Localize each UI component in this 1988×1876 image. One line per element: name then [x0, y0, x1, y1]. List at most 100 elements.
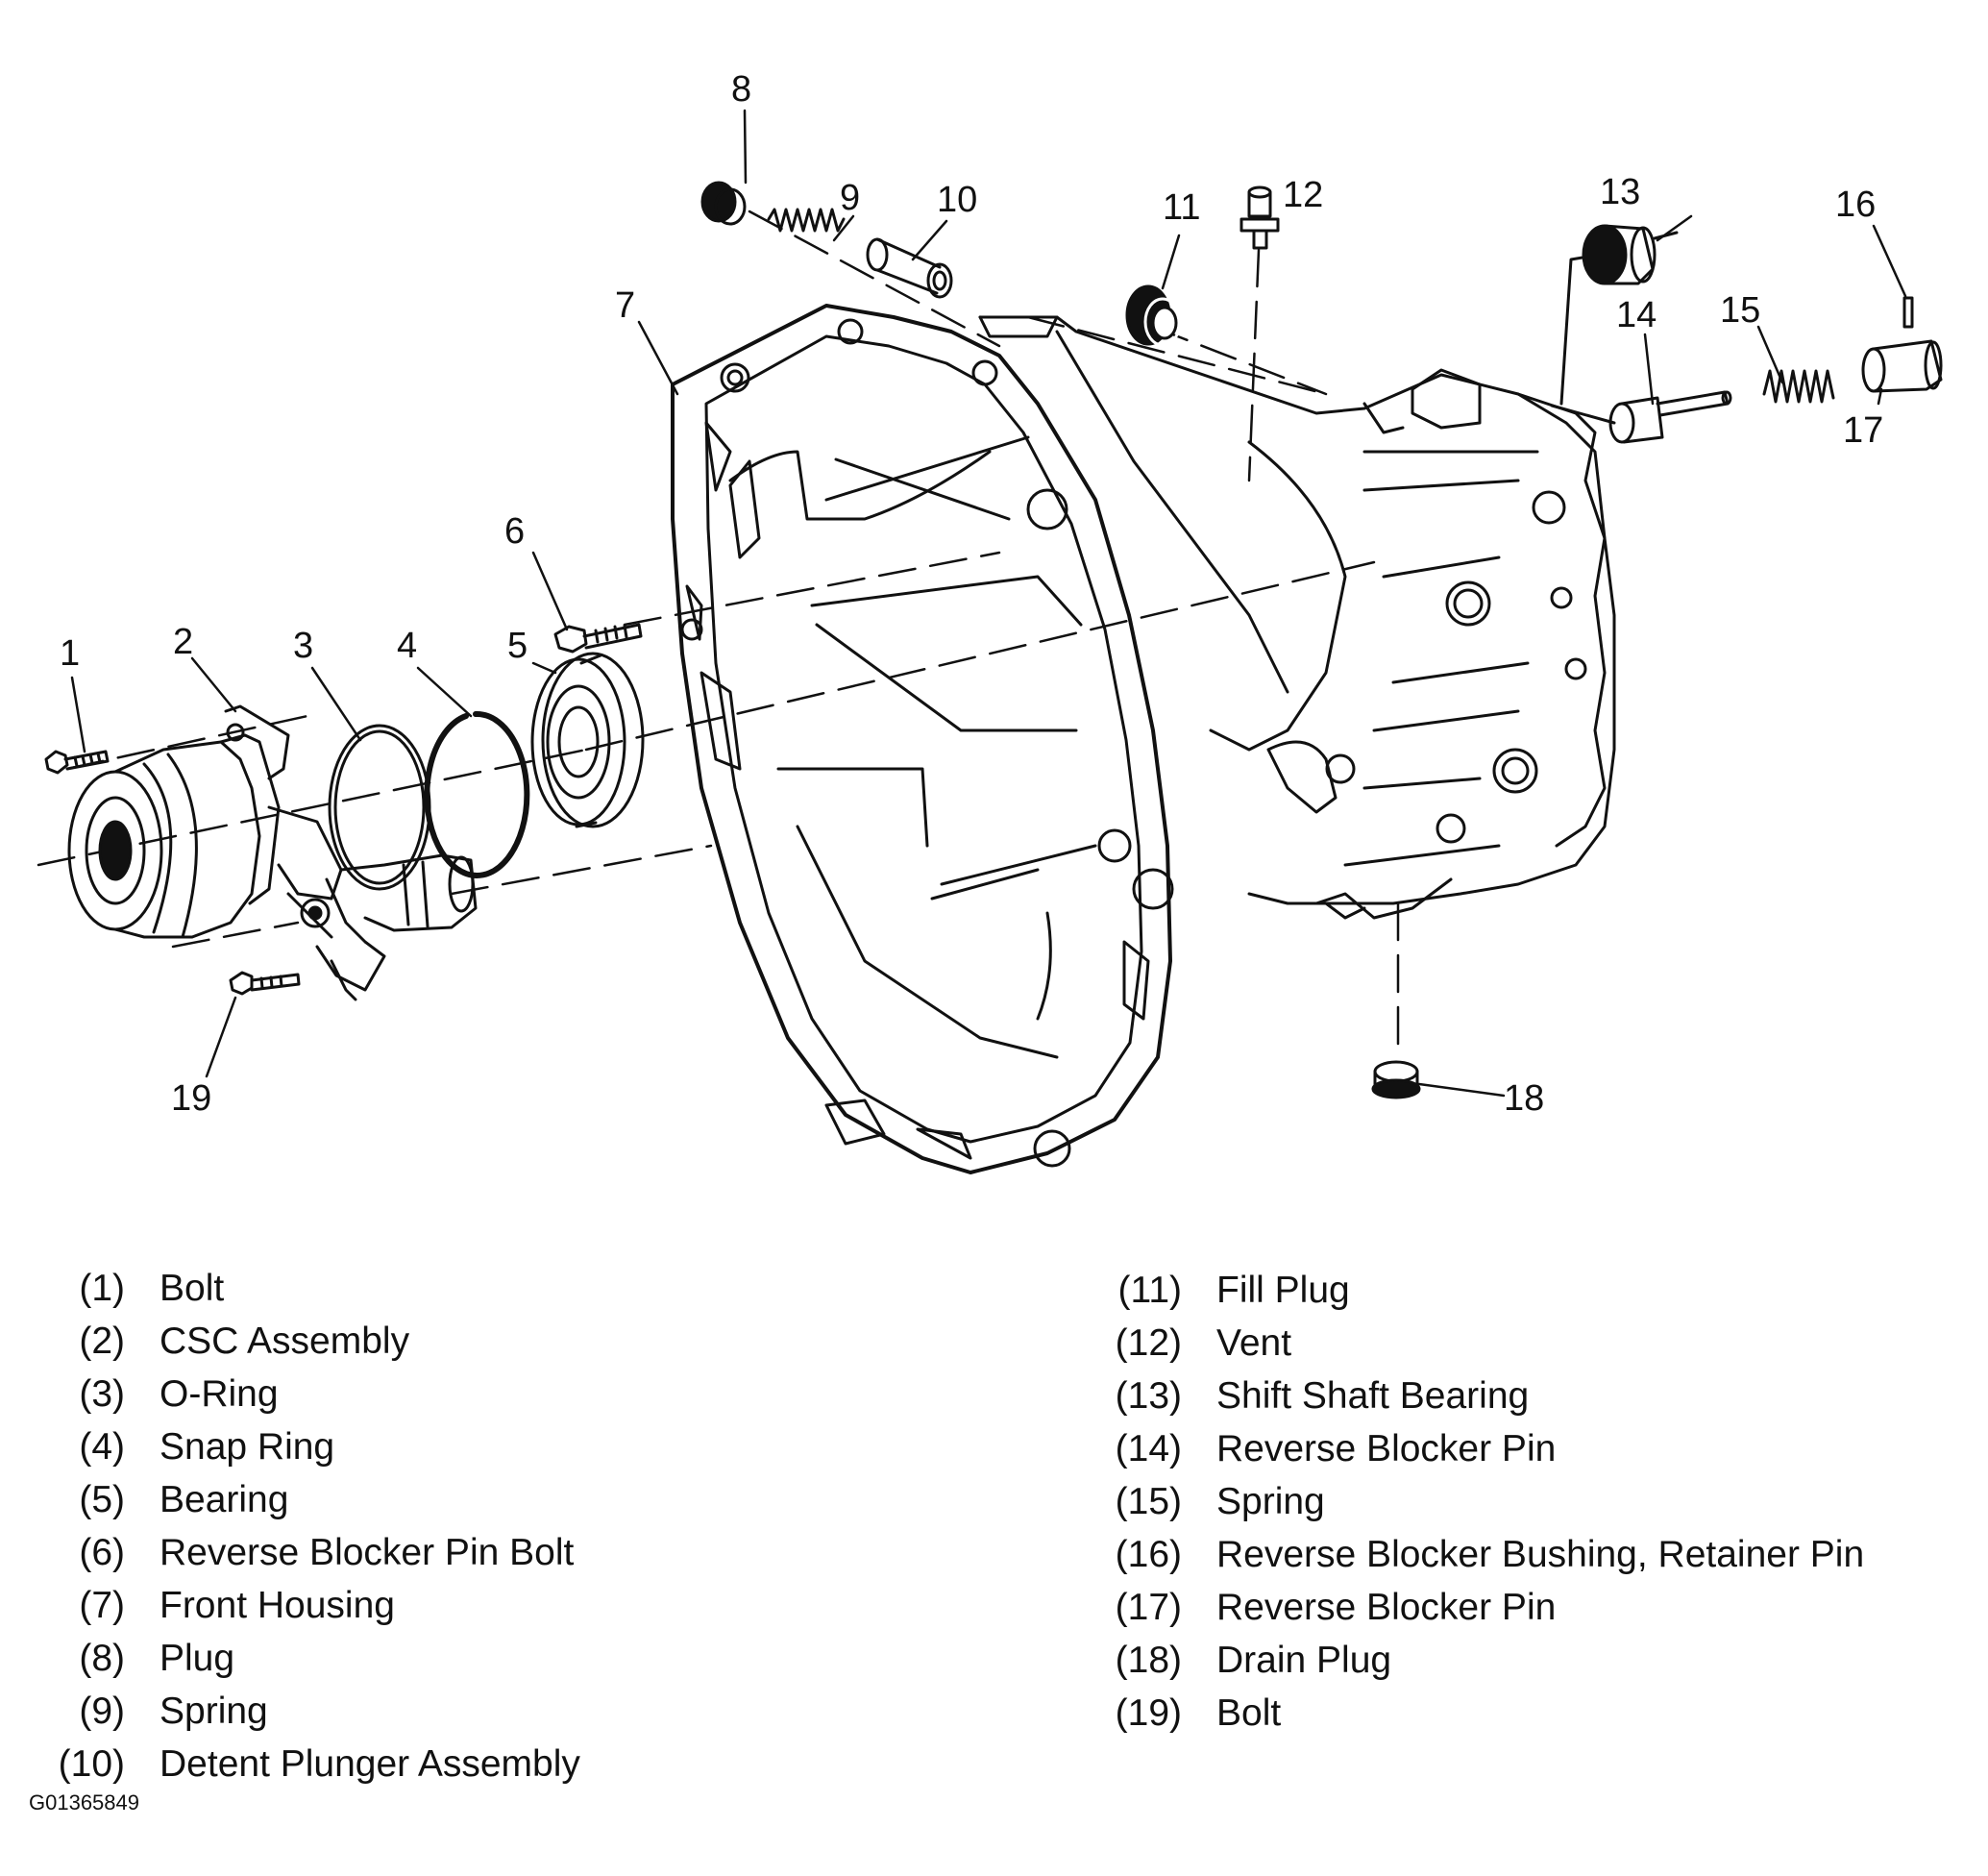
- legend-label: Snap Ring: [160, 1426, 335, 1468]
- retainer-pin: [1902, 296, 1914, 329]
- exploded-view-diagram: 1 2 3 4 5 6 7 8 9 10 11 12 13 14 15 16 1…: [37, 69, 1943, 1174]
- legend-label: Bearing: [160, 1479, 289, 1520]
- leader-lines: [70, 109, 1907, 1098]
- legend-number: (7): [79, 1585, 125, 1626]
- legend-label: Reverse Blocker Pin: [1216, 1428, 1557, 1469]
- legend-item: (6) Reverse Blocker Pin Bolt: [38, 1526, 580, 1579]
- legend-label: Spring: [160, 1691, 268, 1732]
- bolt-1: [44, 750, 110, 775]
- legend-number: (2): [79, 1321, 125, 1362]
- plug-8: [700, 181, 747, 226]
- legend-number: (1): [79, 1268, 125, 1309]
- legend-label: O-Ring: [160, 1373, 279, 1415]
- legend-item: (12) Vent: [1105, 1317, 1864, 1370]
- front-housing: [671, 304, 1616, 1174]
- legend-number: (19): [1115, 1692, 1182, 1734]
- legend-item: (14) Reverse Blocker Pin: [1105, 1422, 1864, 1475]
- callout-9: 9: [840, 178, 860, 218]
- legend-item: (9) Spring: [38, 1685, 580, 1738]
- legend-label: Shift Shaft Bearing: [1216, 1375, 1530, 1417]
- legend-item: (8) Plug: [38, 1632, 580, 1685]
- legend-label: Vent: [1216, 1322, 1292, 1364]
- spring-15: [1762, 369, 1835, 404]
- detent-plunger-assembly: [866, 237, 953, 299]
- legend-item: (5) Bearing: [38, 1473, 580, 1526]
- callout-14: 14: [1616, 295, 1657, 335]
- callout-15: 15: [1720, 290, 1760, 331]
- reverse-blocker-bushing: [1861, 339, 1943, 393]
- legend-number: (9): [79, 1691, 125, 1732]
- legend-number: (13): [1115, 1375, 1182, 1417]
- legend-item: (7) Front Housing: [38, 1579, 580, 1632]
- bolt-19: [229, 971, 301, 996]
- callout-11: 11: [1163, 187, 1200, 228]
- legend-number: (16): [1115, 1534, 1182, 1575]
- shift-shaft-bearing: [1582, 224, 1679, 285]
- callout-18: 18: [1504, 1078, 1544, 1119]
- legend-label: Reverse Blocker Pin: [1216, 1587, 1557, 1628]
- callout-19: 19: [171, 1078, 211, 1119]
- fill-plug: [1125, 284, 1182, 347]
- legend-item: (15) Spring: [1105, 1475, 1864, 1528]
- callout-17: 17: [1843, 410, 1883, 451]
- legend-left: (1) Bolt (2) CSC Assembly (3) O-Ring (4) Sna…: [38, 1262, 580, 1790]
- legend-right: (11) Fill Plug (12) Vent (13) Shift Shaft B…: [1105, 1264, 1865, 1740]
- legend-label: Plug: [160, 1638, 235, 1679]
- legend-label: Fill Plug: [1216, 1270, 1350, 1311]
- legend-number: (6): [79, 1532, 125, 1573]
- legend-number: (8): [79, 1638, 125, 1679]
- legend-item: (16) Reverse Blocker Bushing, Retainer Pi…: [1105, 1528, 1865, 1581]
- legend-item: (17) Reverse Blocker Pin: [1105, 1581, 1864, 1634]
- callout-12: 12: [1283, 175, 1323, 215]
- legend-item: (3) O-Ring: [38, 1368, 580, 1420]
- callout-7: 7: [615, 285, 635, 326]
- legend-label: Detent Plunger Assembly: [160, 1743, 580, 1785]
- legend-item: (2) CSC Assembly: [38, 1315, 580, 1368]
- legend-item: (11) Fill Plug: [1105, 1264, 1864, 1317]
- legend-label: Reverse Blocker Pin Bolt: [160, 1532, 575, 1573]
- explode-lines: [37, 210, 1400, 1059]
- callout-2: 2: [173, 622, 193, 662]
- reverse-blocker-pin-bolt: [553, 623, 643, 654]
- callout-3: 3: [293, 626, 313, 666]
- spring-9: [767, 208, 846, 233]
- snap-ring: [424, 710, 530, 878]
- legend-number: (18): [1115, 1640, 1182, 1681]
- callout-1: 1: [60, 633, 80, 674]
- legend-label: Front Housing: [160, 1585, 395, 1626]
- legend-label: Reverse Blocker Bushing, Retainer Pin: [1216, 1534, 1865, 1575]
- csc-assembly: [67, 704, 478, 1001]
- legend-number: (5): [79, 1479, 125, 1520]
- legend-item: (13) Shift Shaft Bearing: [1105, 1370, 1864, 1422]
- reverse-blocker-pin-14: [1608, 390, 1732, 444]
- drain-plug: [1371, 1060, 1421, 1099]
- legend-number: (11): [1117, 1270, 1182, 1311]
- legend-label: Bolt: [160, 1268, 225, 1309]
- legend-number: (3): [79, 1373, 125, 1415]
- legend-number: (10): [58, 1743, 125, 1785]
- legend-number: (14): [1115, 1428, 1182, 1469]
- vent: [1239, 185, 1280, 250]
- legend-label: CSC Assembly: [160, 1321, 410, 1362]
- legend-item: (18) Drain Plug: [1105, 1634, 1864, 1687]
- callout-4: 4: [397, 626, 417, 666]
- legend-item: (1) Bolt: [38, 1262, 580, 1315]
- callout-10: 10: [937, 180, 977, 220]
- legend-number: (12): [1115, 1322, 1182, 1364]
- callout-13: 13: [1600, 172, 1640, 212]
- legend-label: Drain Plug: [1216, 1640, 1392, 1681]
- callout-6: 6: [504, 511, 525, 552]
- callout-8: 8: [731, 69, 751, 110]
- callout-5: 5: [507, 626, 528, 666]
- callout-16: 16: [1835, 185, 1876, 225]
- legend-item: (19) Bolt: [1105, 1687, 1864, 1740]
- legend-label: Spring: [1216, 1481, 1325, 1522]
- legend-label: Bolt: [1216, 1692, 1282, 1734]
- bearing: [530, 652, 645, 828]
- figure-id: G01365849: [29, 1790, 139, 1814]
- legend-item: (10) Detent Plunger Assembly: [38, 1738, 580, 1790]
- legend-number: (4): [79, 1426, 125, 1468]
- legend-number: (15): [1115, 1481, 1182, 1522]
- legend-number: (17): [1115, 1587, 1182, 1628]
- legend-item: (4) Snap Ring: [38, 1420, 580, 1473]
